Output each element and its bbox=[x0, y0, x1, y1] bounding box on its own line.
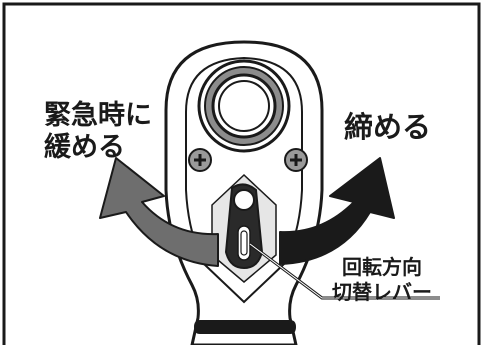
plus-screw-icon bbox=[284, 148, 308, 172]
loosen-arrow bbox=[99, 157, 219, 267]
tighten-arrow bbox=[279, 157, 395, 265]
lever-slot-inner bbox=[240, 230, 248, 256]
tighten-label-text: 締める bbox=[344, 110, 432, 144]
lever-pivot-hole bbox=[233, 189, 255, 211]
plus-screw-icon bbox=[188, 148, 212, 172]
loosen-label-line1: 緊急時に bbox=[44, 100, 152, 131]
socket-hole bbox=[218, 80, 270, 132]
loosen-label: 緊急時に 緩める bbox=[44, 100, 152, 164]
loosen-label-line2: 緩める bbox=[44, 131, 125, 163]
tighten-label: 締める bbox=[344, 110, 431, 144]
lever-label-line2: 切替レバー bbox=[332, 280, 432, 304]
lever-label-line1: 回転方向 bbox=[342, 255, 422, 279]
neck-band bbox=[194, 320, 296, 334]
lever-label: 回転方向 切替レバー bbox=[332, 255, 432, 305]
